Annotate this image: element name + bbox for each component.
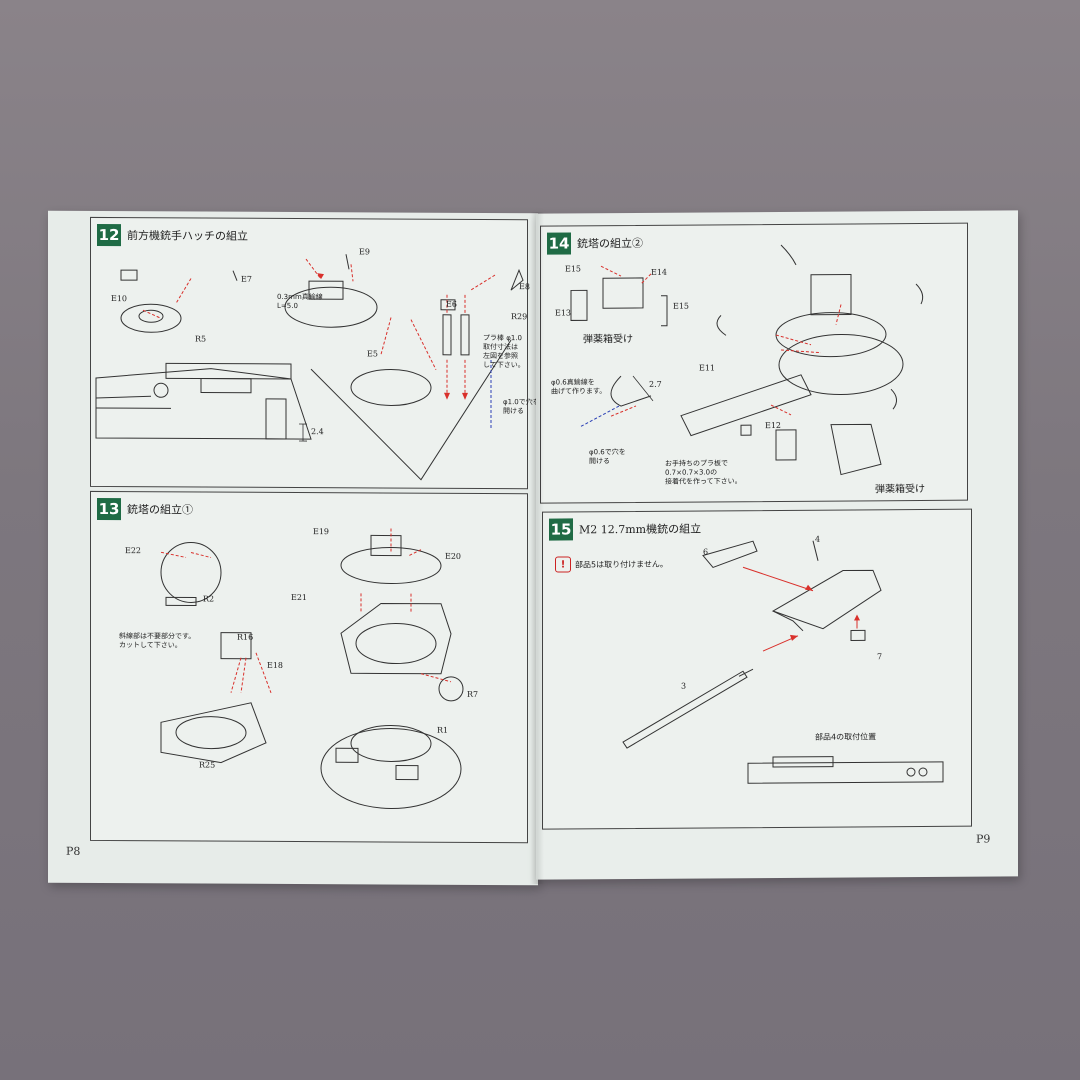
step-14-illustration [570, 244, 924, 476]
part-7-label: 7 [877, 652, 883, 662]
hole-note: φ0.6で穴を 開ける [589, 448, 626, 466]
part-r5-label: R5 [195, 334, 207, 344]
plate-note: お手持ちのプラ板で 0.7×0.7×3.0の 接着代を作って下さい。 [665, 459, 742, 486]
page-left: 12 前方機銃手ハッチの組立 [48, 210, 540, 886]
step-15-panel: 15 M2 12.7mm機銃の組立 ! 部品5は取り付けません。 [542, 508, 972, 830]
wire-note: 0.3mm真鍮線 L=5.0 [277, 292, 323, 311]
wire-note: φ0.6真鍮線を 曲げて作ります。 [551, 378, 607, 396]
ammo-box-label-1: 弾薬箱受け [583, 334, 633, 346]
part-r2-label: R2 [203, 594, 215, 604]
page-number-right: P9 [976, 832, 991, 846]
step-13-illustration [160, 528, 464, 810]
part-e22-label: E22 [125, 546, 142, 556]
rod-note: プラ棒 φ1.0 取付寸法は 左図を参照 して下さい。 [483, 333, 525, 370]
part-e21-label: E21 [291, 592, 308, 603]
dimension-label: 2.4 [311, 427, 324, 437]
page-right: 14 銃塔の組立② [536, 210, 1018, 880]
part-e6-label: E6 [446, 299, 457, 309]
part-e19-label: E19 [313, 527, 330, 537]
part-r29-label: R29 [511, 312, 528, 322]
position-note: 部品4の取付位置 [815, 732, 877, 742]
part-3-label: 3 [681, 681, 687, 691]
part-e8-label: E8 [519, 282, 530, 292]
part-e14-label: E14 [651, 267, 668, 277]
part-e5-label: E5 [367, 349, 378, 359]
step-14-panel: 14 銃塔の組立② [540, 222, 968, 504]
part-4-label: 4 [815, 534, 821, 544]
part-e15b-label: E15 [673, 301, 690, 311]
part-r1-label: R1 [437, 725, 449, 735]
ammo-box-label-2: 弾薬箱受け [875, 483, 925, 496]
part-r25-label: R25 [199, 760, 216, 770]
step-13-panel: 13 銃塔の組立① [90, 490, 528, 844]
page-number-left: P8 [66, 844, 81, 858]
instruction-booklet: 12 前方機銃手ハッチの組立 [48, 210, 1018, 886]
dimension-label: 2.7 [649, 379, 662, 389]
step-15-illustration [622, 540, 944, 784]
booklet-gutter [530, 212, 544, 884]
step-12-panel: 12 前方機銃手ハッチの組立 [90, 216, 540, 490]
part-e10-label: E10 [111, 294, 128, 304]
step-12-illustration [95, 254, 524, 481]
part-e9-label: E9 [359, 247, 370, 257]
part-e15a-label: E15 [565, 264, 582, 274]
part-e11-label: E11 [699, 363, 716, 373]
part-r16-label: R16 [237, 632, 254, 642]
part-e18-label: E18 [267, 660, 284, 670]
part-e20-label: E20 [445, 551, 462, 561]
part-e12-label: E12 [765, 420, 782, 431]
part-6-label: 6 [703, 547, 709, 557]
part-r7-label: R7 [467, 689, 479, 699]
part-e7-label: E7 [241, 274, 252, 284]
cut-note: 斜線部は不要部分です。 カットして下さい。 [119, 632, 196, 650]
part-e13-label: E13 [555, 308, 572, 318]
